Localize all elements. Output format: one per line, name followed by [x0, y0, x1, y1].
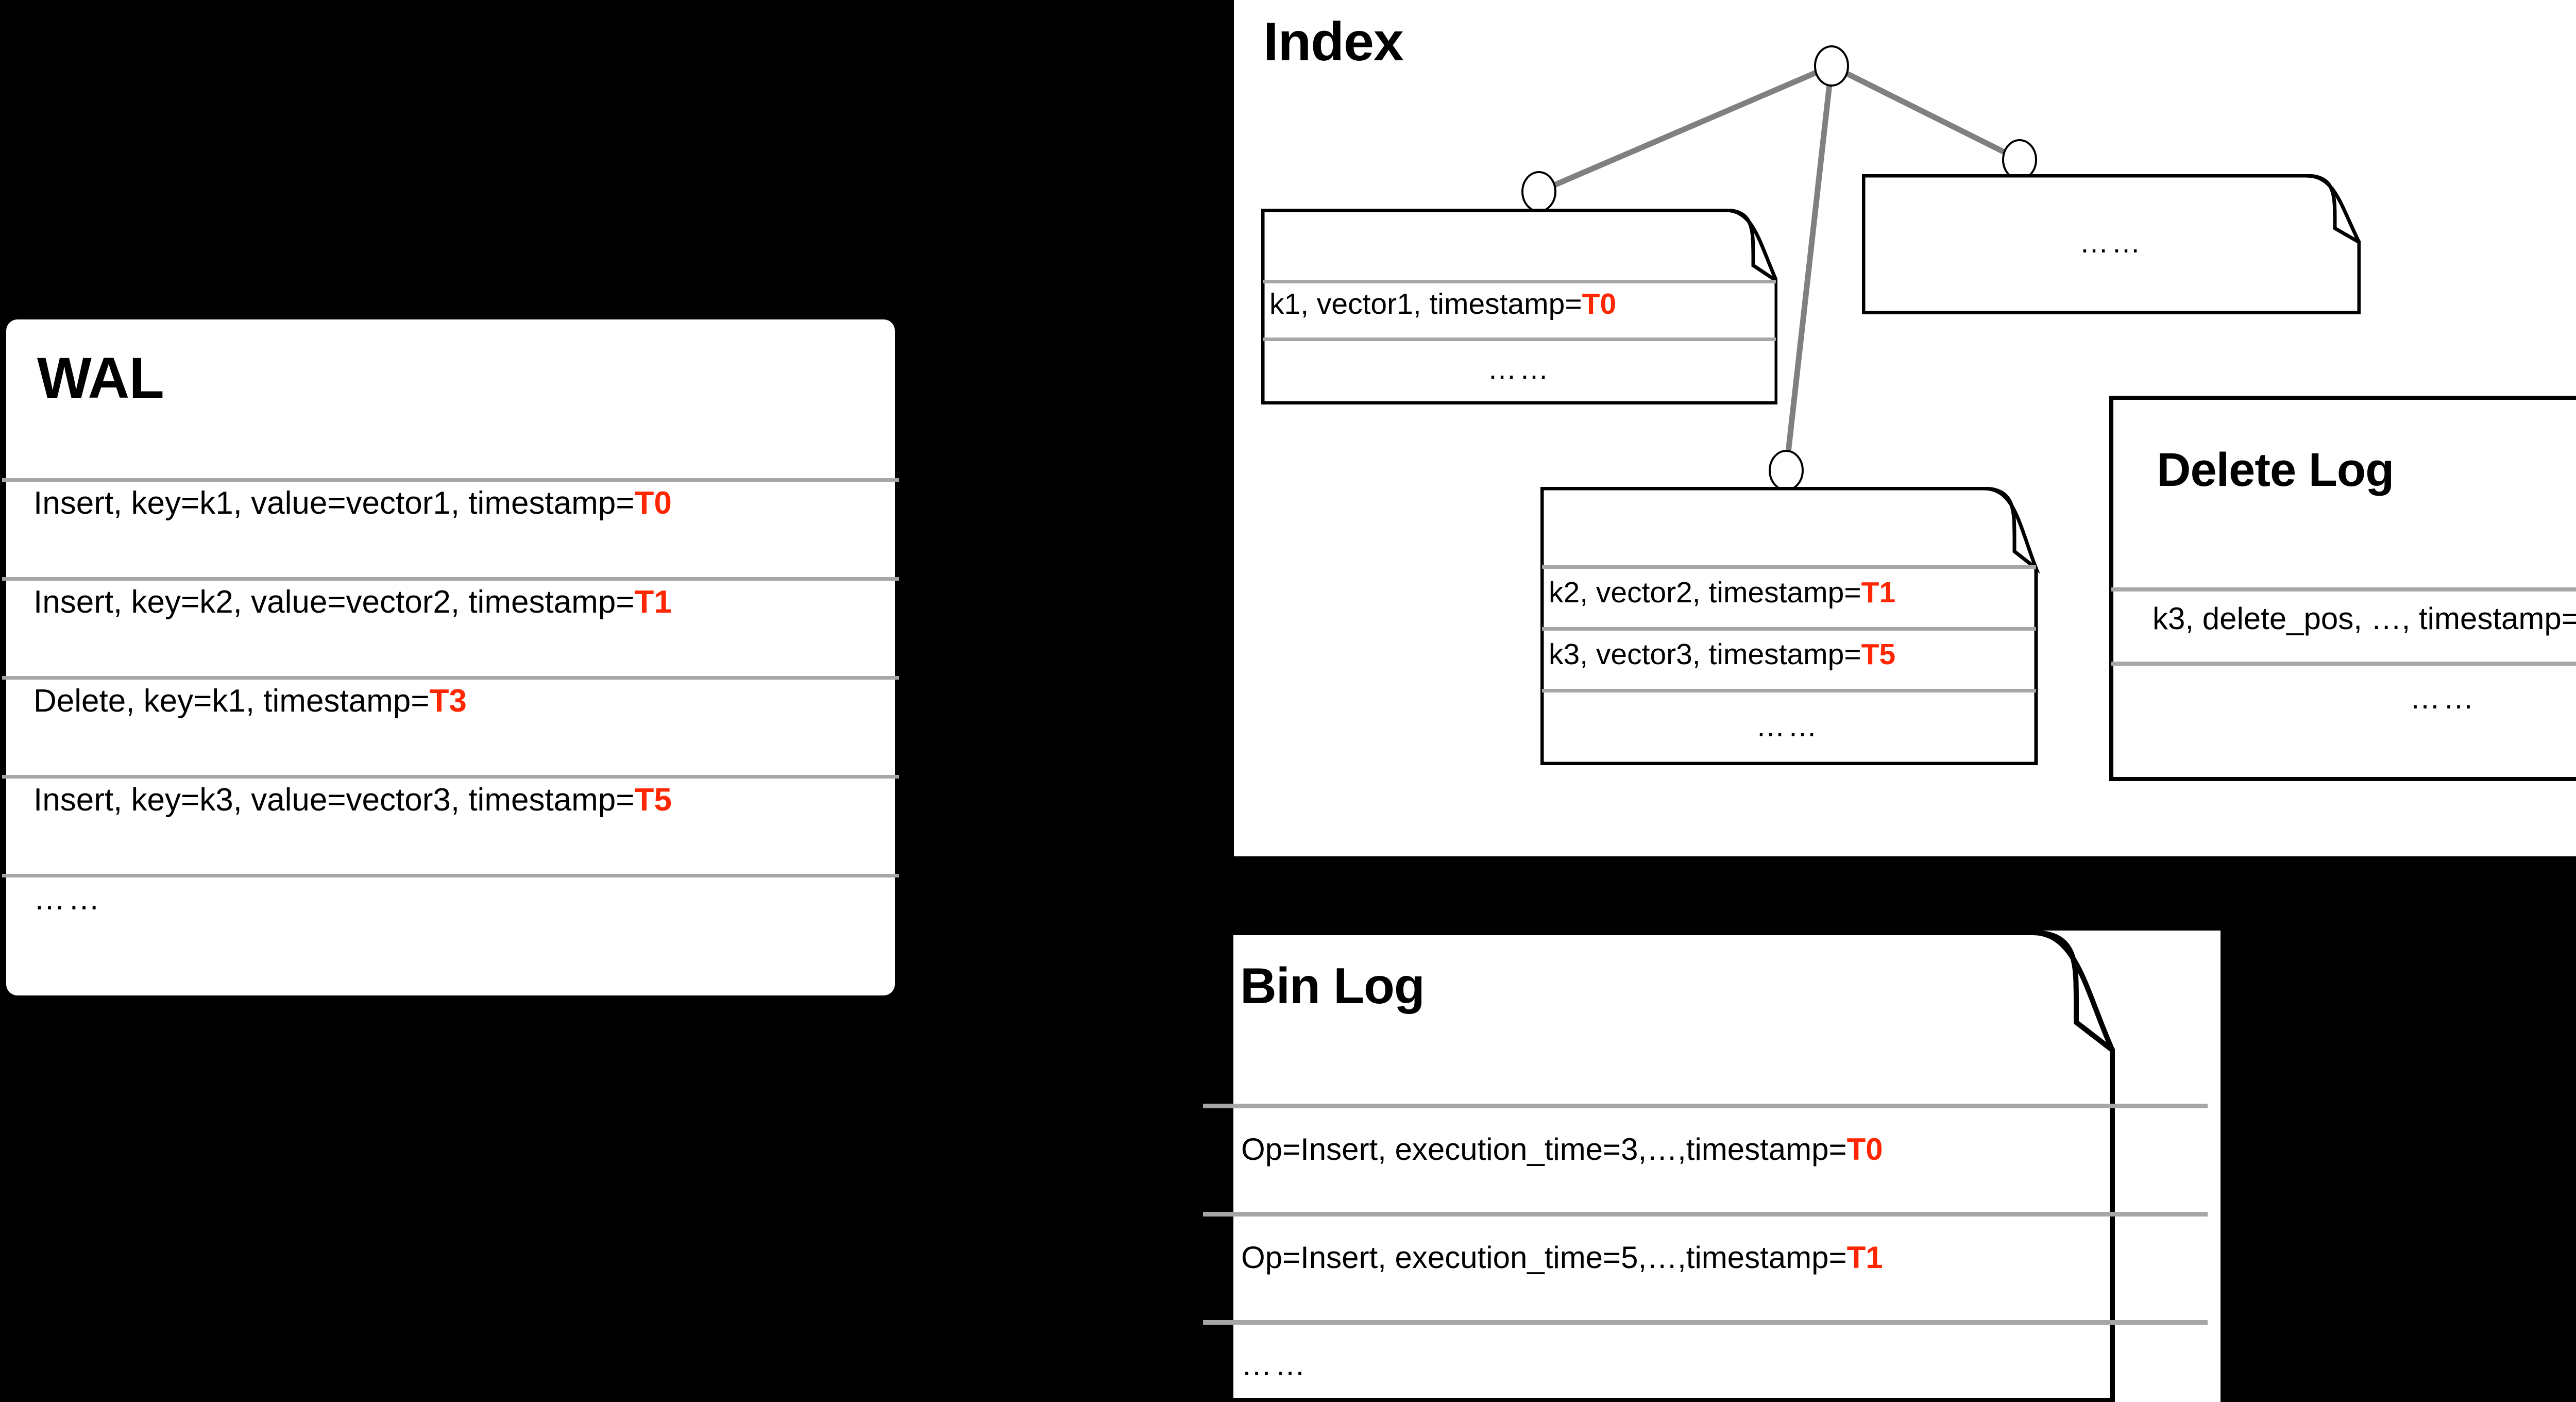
wal-row: Insert, key=k2, value=vector2, timestamp… — [2, 577, 899, 627]
timestamp-value: T1 — [1861, 576, 1896, 609]
index-tree — [1521, 45, 2037, 491]
bin-log-entry-0: Op=Insert, execution_time=3,…,timestamp=… — [1241, 1132, 1883, 1167]
bin-log-entry-1: Op=Insert, execution_time=5,…,timestamp=… — [1241, 1240, 1883, 1275]
tree-nodes — [1521, 45, 2037, 491]
bin-log-entry-2: …… — [1241, 1347, 1308, 1382]
row-divider — [2, 478, 899, 482]
leaf-k2k3-row-0: k2, vector2, timestamp=T1 — [1549, 576, 1896, 609]
wal-entry-text: …… — [33, 881, 103, 917]
row-divider — [2, 577, 899, 581]
wal-row: Insert, key=k3, value=vector3, timestamp… — [2, 775, 899, 824]
row-divider — [1203, 1212, 2208, 1217]
bin-log-shape — [1229, 931, 2115, 1402]
index-title: Index — [1263, 11, 1404, 72]
note-shape-k2k3 — [1540, 487, 2040, 765]
timestamp-value: T5 — [1861, 638, 1896, 671]
timestamp-value: T3 — [429, 683, 467, 719]
leaf-k1-row-0: k1, vector1, timestamp=T0 — [1269, 288, 1617, 320]
bin-log-panel: Bin Log Op=Insert, execution_time=3,…,ti… — [1203, 931, 2221, 1402]
row-divider — [1203, 1320, 2208, 1325]
row-divider — [2, 874, 899, 877]
tree-edge-root-right — [1830, 63, 2021, 162]
timestamp-value: T5 — [634, 782, 672, 818]
leaf-k2k3-row-1: k3, vector3, timestamp=T5 — [1549, 638, 1896, 671]
wal-row: …… — [2, 874, 899, 923]
tree-node-root[interactable] — [1814, 45, 1849, 87]
tree-edge-root-left — [1537, 63, 1833, 195]
wal-entry-text: Insert, key=k2, value=vector2, timestamp… — [33, 584, 672, 620]
wal-panel: WAL — [6, 319, 895, 995]
leaf-ellipsis-row-0: …… — [2079, 226, 2143, 259]
row-divider — [1203, 1104, 2208, 1108]
bin-log-title: Bin Log — [1240, 957, 1425, 1014]
tree-node-bottom[interactable] — [1769, 450, 1804, 491]
row-divider — [2111, 662, 2576, 666]
delete-log-entry-0: k3, delete_pos, …, timestamp=T3 — [2153, 601, 2576, 636]
delete-log-title: Delete Log — [2157, 444, 2394, 496]
index-leaf-k1: k1, vector1, timestamp=T0 …… — [1261, 209, 1777, 404]
wal-row: Insert, key=k1, value=vector1, timestamp… — [2, 478, 899, 528]
timestamp-value: T1 — [1846, 1240, 1883, 1275]
row-divider — [1263, 280, 1776, 283]
timestamp-value: T0 — [634, 485, 672, 521]
delete-log-entry-1: …… — [2410, 681, 2477, 715]
delete-log-panel: Delete Log k3, delete_pos, …, timestamp=… — [2109, 396, 2576, 781]
tree-edges — [1537, 63, 2021, 471]
row-divider — [2, 676, 899, 680]
wal-title: WAL — [37, 346, 164, 410]
row-divider — [1542, 627, 2036, 631]
index-leaf-ellipsis: …… — [1862, 174, 2361, 314]
row-divider — [2111, 587, 2576, 592]
timestamp-value: T1 — [634, 584, 672, 620]
wal-row: Delete, key=k1, timestamp=T3 — [2, 676, 899, 725]
row-divider — [1542, 689, 2036, 692]
wal-entry-text: Insert, key=k1, value=vector1, timestamp… — [33, 485, 672, 521]
timestamp-value: T0 — [1582, 288, 1617, 320]
row-divider — [1263, 337, 1776, 341]
leaf-k2k3-row-2: …… — [1756, 710, 1820, 743]
wal-entry-text: Delete, key=k1, timestamp=T3 — [33, 683, 467, 719]
index-leaf-k2k3: k2, vector2, timestamp=T1 k3, vector3, t… — [1540, 487, 2056, 765]
note-shape-ellipsis — [1862, 174, 2361, 314]
row-divider — [2, 775, 899, 779]
tree-node-right[interactable] — [2002, 139, 2037, 180]
wal-entry-text: Insert, key=k3, value=vector3, timestamp… — [33, 782, 672, 818]
tree-node-left[interactable] — [1521, 171, 1556, 212]
row-divider — [1542, 565, 2036, 569]
leaf-k1-row-1: …… — [1487, 352, 1551, 385]
note-shape-k1 — [1261, 209, 1777, 404]
tree-edge-root-bottom — [1783, 65, 1835, 471]
timestamp-value: T0 — [1846, 1132, 1883, 1167]
